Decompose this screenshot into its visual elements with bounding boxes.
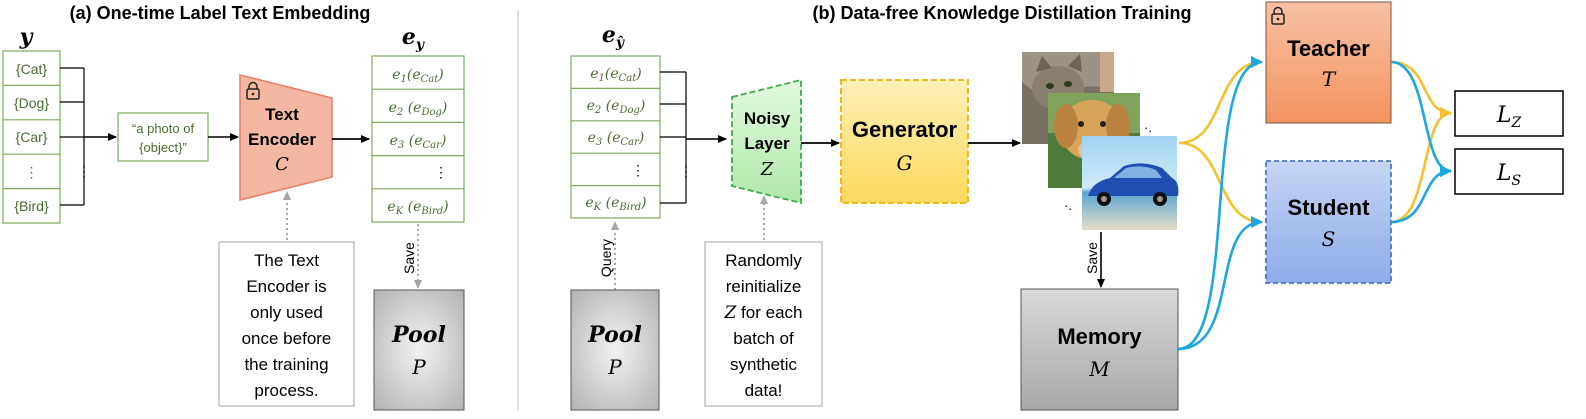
- memory-symbol: M: [1088, 357, 1110, 381]
- labels-bracket: [60, 67, 85, 206]
- svg-text:·.: ·.: [1064, 198, 1072, 213]
- embedding-header-b: eŷ: [602, 22, 625, 51]
- svg-text:Z for each: Z for each: [724, 303, 803, 323]
- encoder-line2: Encoder: [248, 130, 316, 149]
- svg-text:LS: LS: [1496, 161, 1521, 189]
- svg-text:the training: the training: [244, 355, 328, 374]
- loss-z: LZ: [1454, 90, 1564, 137]
- embedding-column-b: e1(eCat) e2 (eDog) e3 (eCar) eK (eBird) …: [570, 55, 661, 219]
- label-item: {Dog}: [14, 95, 49, 111]
- svg-text:ey: ey: [402, 24, 425, 53]
- embedding-dots: ⋮: [631, 162, 645, 178]
- label-item: ⋮: [25, 164, 39, 180]
- title-part-a: (a) One-time Label Text Embedding: [70, 3, 371, 23]
- encoder-line1: Text: [265, 105, 299, 124]
- yellow-flow-arrows: [1178, 56, 1452, 228]
- svg-text:·.: ·.: [1144, 120, 1152, 135]
- pool-a-title: Pool: [391, 322, 446, 348]
- note-b: Randomly reinitialize Z for each batch o…: [704, 241, 823, 407]
- lock-icon: [1271, 6, 1285, 25]
- svg-text:reinitialize: reinitialize: [726, 277, 802, 296]
- svg-text:only used: only used: [250, 303, 323, 322]
- label-item: {Car}: [16, 129, 48, 145]
- student: Student S: [1265, 160, 1392, 284]
- blue-flow-arrows: [1177, 56, 1452, 351]
- memory: Memory M: [1020, 288, 1179, 411]
- pool-b-symbol: P: [607, 355, 622, 379]
- embedding-entry: eK (eBird): [387, 199, 448, 217]
- embedding-header-a: ey: [402, 24, 425, 53]
- save-label-a: Save: [401, 242, 417, 274]
- svg-text:LZ: LZ: [1496, 103, 1522, 131]
- svg-text:The Text: The Text: [254, 251, 319, 270]
- template-line1: “a photo of: [132, 121, 195, 136]
- text-encoder: Text Encoder C: [239, 73, 333, 202]
- label-item: {Cat}: [16, 61, 47, 77]
- noisy-layer: Noisy Layer Z: [731, 78, 802, 205]
- generator-symbol: G: [897, 151, 913, 175]
- bracket-dots: ⋮: [77, 163, 91, 179]
- embedding-column-a: e1(eCat) e2 (eDog) e3 (eCar) eK (eBird) …: [371, 55, 465, 223]
- encoder-symbol: C: [275, 154, 289, 175]
- label-item: {Bird}: [14, 198, 49, 214]
- memory-title: Memory: [1057, 324, 1142, 349]
- save-label-b: Save: [1084, 242, 1100, 274]
- student-symbol: S: [1322, 227, 1336, 251]
- svg-text:eŷ: eŷ: [602, 22, 625, 51]
- pool-a: Pool P: [373, 289, 465, 411]
- embedding-entry: e2 (eDog): [587, 98, 646, 116]
- embedding-entry: e1(eCat): [392, 67, 444, 85]
- svg-text:Encoder is: Encoder is: [246, 277, 326, 296]
- teacher-symbol: T: [1322, 67, 1337, 91]
- svg-text:data!: data!: [745, 381, 783, 400]
- title-part-b: (b) Data-free Knowledge Distillation Tra…: [812, 3, 1191, 23]
- svg-text:batch of: batch of: [733, 329, 794, 348]
- embedding-entry: e1(eCat): [590, 66, 642, 84]
- svg-text:synthetic: synthetic: [730, 355, 798, 374]
- noisy-line2: Layer: [744, 134, 790, 153]
- embedding-entry: e3 (eCar): [390, 133, 447, 151]
- car-photo: [1082, 136, 1179, 230]
- bracket-dots-b: ⋮: [679, 163, 693, 179]
- svg-text:process.: process.: [254, 381, 318, 400]
- embedding-entry: e3 (eCar): [588, 130, 645, 148]
- teacher: Teacher T: [1265, 1, 1392, 124]
- pool-a-symbol: P: [411, 355, 426, 379]
- template-line2: {object}”: [139, 140, 187, 155]
- template-box: “a photo of {object}”: [117, 112, 209, 162]
- note-a: The Text Encoder is only used once befor…: [218, 241, 355, 407]
- synthetic-images: ·. ·.: [1022, 52, 1179, 230]
- generator-title: Generator: [852, 117, 958, 142]
- generator: Generator G: [840, 79, 969, 204]
- embedding-bracket-b: [660, 71, 687, 204]
- svg-text:once before: once before: [242, 329, 332, 348]
- student-title: Student: [1288, 195, 1371, 220]
- embedding-dots: ⋮: [434, 164, 448, 180]
- query-label: Query: [598, 239, 614, 277]
- pool-b-title: Pool: [587, 322, 642, 348]
- embedding-entry: eK (eBird): [585, 195, 646, 213]
- lock-icon: [246, 81, 260, 100]
- svg-text:Randomly: Randomly: [725, 251, 802, 270]
- loss-s: LS: [1454, 148, 1564, 195]
- teacher-title: Teacher: [1287, 36, 1370, 61]
- embedding-entry: e2 (eDog): [389, 100, 448, 118]
- noisy-symbol: Z: [760, 159, 774, 180]
- labels-column: {Cat} {Dog} {Car} ⋮ {Bird}: [2, 50, 61, 224]
- noisy-line1: Noisy: [744, 109, 791, 128]
- pool-b: Pool P: [570, 289, 660, 411]
- labels-symbol: y: [19, 24, 35, 50]
